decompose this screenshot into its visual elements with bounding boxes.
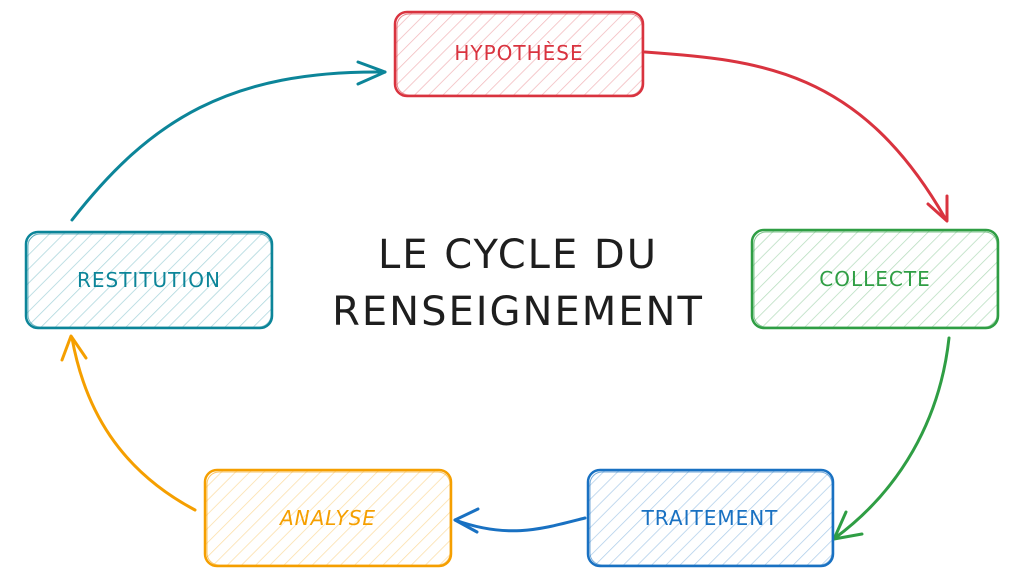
arrow-restitution-to-hypothese bbox=[70, 60, 387, 222]
diagram-title-line-2: RENSEIGNEMENT bbox=[332, 289, 704, 335]
diagram-title-line-1: LE CYCLE DU bbox=[378, 232, 658, 278]
node-restitution: RESTITUTION bbox=[24, 230, 274, 330]
arrow-collecte-to-traitement bbox=[832, 336, 951, 541]
node-traitement: TRAITEMENT bbox=[586, 468, 835, 568]
arrow-analyse-to-restitution bbox=[60, 334, 197, 512]
arrow-hypothese-to-collecte bbox=[643, 50, 949, 223]
node-label-restitution: RESTITUTION bbox=[77, 268, 221, 292]
node-hypothese: HYPOTHÈSE bbox=[393, 10, 645, 98]
node-label-traitement: TRAITEMENT bbox=[641, 506, 779, 530]
arrow-traitement-to-analyse bbox=[453, 507, 587, 534]
node-label-collecte: COLLECTE bbox=[819, 267, 930, 291]
node-collecte: COLLECTE bbox=[750, 228, 1000, 330]
node-analyse: ANALYSE bbox=[203, 468, 453, 568]
node-label-analyse: ANALYSE bbox=[278, 506, 376, 530]
node-label-hypothese: HYPOTHÈSE bbox=[454, 41, 583, 65]
